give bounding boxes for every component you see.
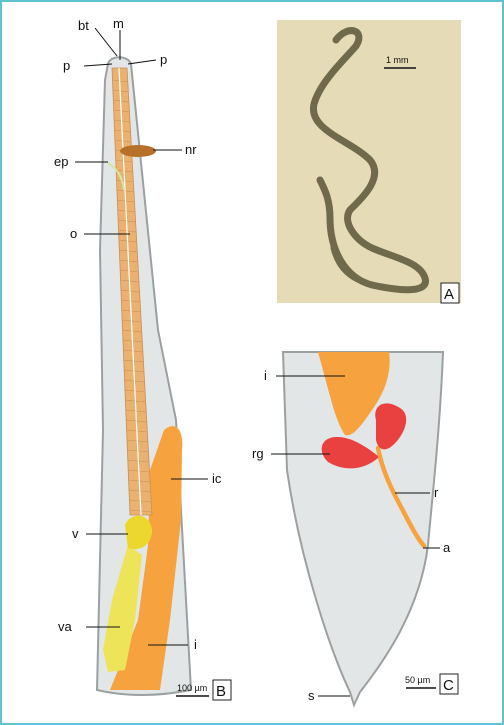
panel-a-letter: A	[444, 286, 454, 303]
scale-bar-c-label: 50 µm	[405, 675, 430, 685]
scale-bar-b-label: 100 µm	[177, 683, 207, 693]
label-rg: rg	[252, 446, 264, 461]
label-i-b: i	[194, 637, 197, 652]
panel-a: 1 mm A	[277, 20, 461, 303]
label-ep: ep	[54, 154, 68, 169]
label-nr: nr	[185, 142, 197, 157]
label-p-right: p	[160, 52, 167, 67]
label-ic: ic	[212, 471, 222, 486]
label-va: va	[58, 619, 73, 634]
scale-bar-a-label: 1 mm	[386, 55, 409, 65]
nerve-ring	[120, 145, 156, 157]
label-i-c: i	[264, 368, 267, 383]
label-v: v	[72, 526, 79, 541]
label-s: s	[308, 688, 315, 703]
label-m: m	[113, 16, 124, 31]
label-a: a	[443, 540, 451, 555]
label-o: o	[70, 226, 77, 241]
label-r: r	[434, 485, 439, 500]
label-p-left: p	[63, 58, 70, 73]
panel-b-letter: B	[216, 683, 226, 700]
panel-c-letter: C	[443, 677, 454, 694]
label-bt: bt	[78, 18, 89, 33]
